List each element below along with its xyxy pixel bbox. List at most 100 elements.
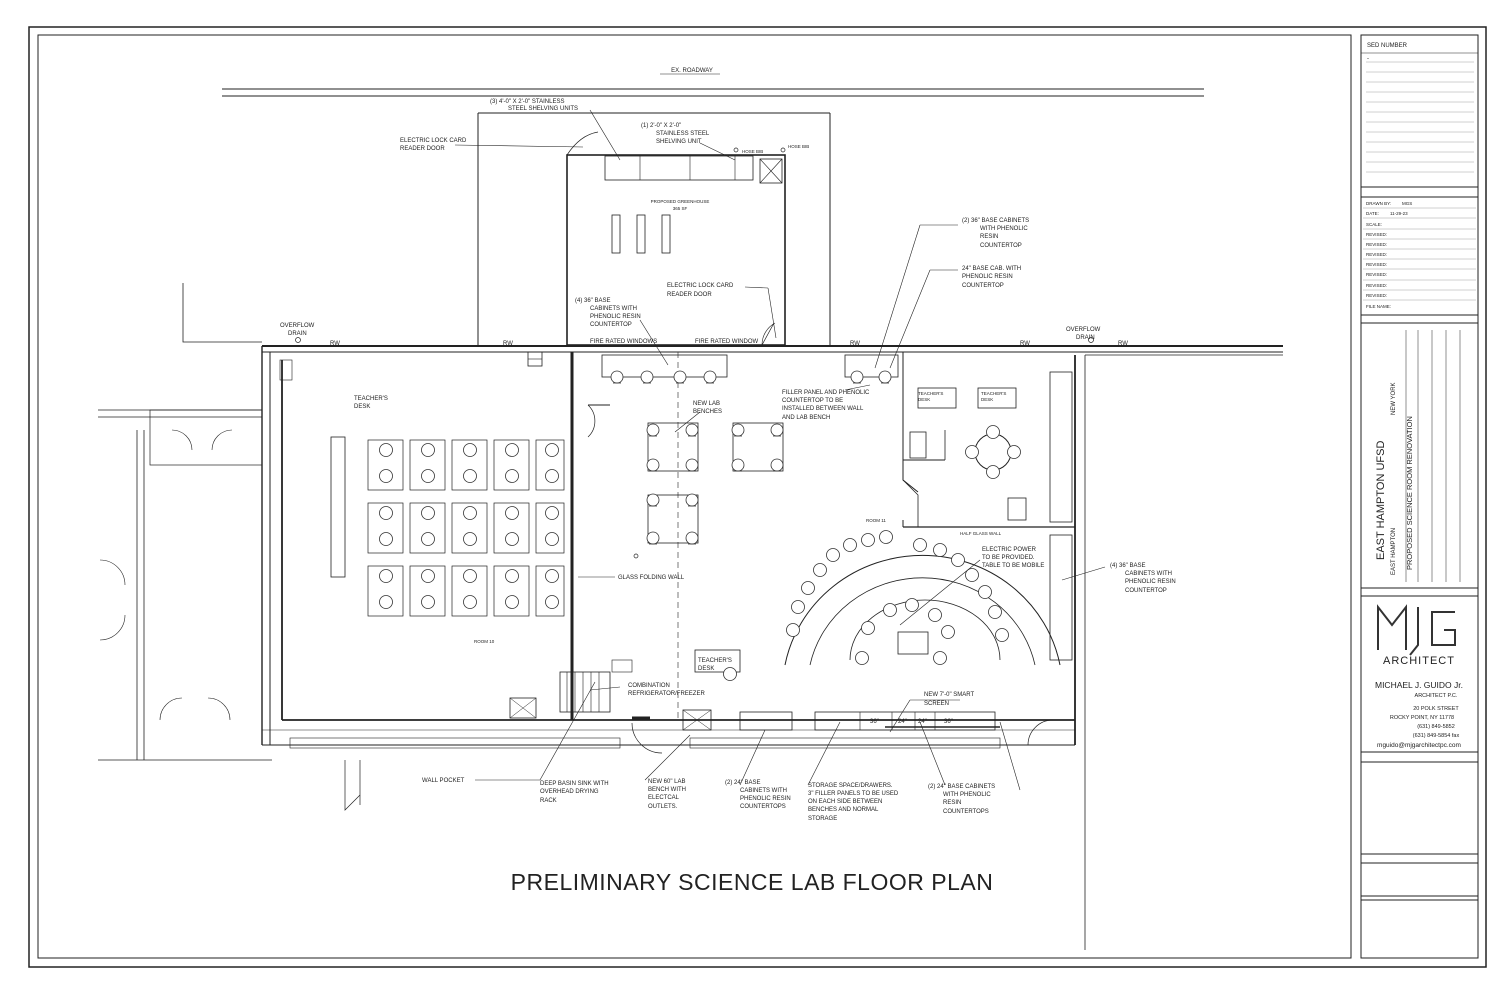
label-drawn-by: MGS	[1402, 201, 1412, 206]
label-email: mguido@mjgarchitectpc.com	[1377, 742, 1461, 749]
label-new-lab-a: NEW LAB	[693, 401, 720, 407]
room10-desks	[367, 439, 565, 617]
label-base36-4r-a: (4) 36" BASE	[1110, 563, 1145, 569]
label-teachers-desk-s2-a: TEACHER'S	[981, 391, 1006, 396]
label-base36-4-c: PHENOLIC RESIN	[590, 314, 641, 320]
label-revised-label: REVISED:	[1366, 283, 1387, 288]
label-revised-label: REVISED:	[1366, 262, 1387, 267]
label-rw: RW	[1020, 341, 1030, 347]
label-project: PROPOSED SCIENCE ROOM RENOVATION	[1405, 416, 1414, 570]
label-fax: (631) 849-5854 fax	[1413, 733, 1460, 739]
label-half-glass: HALF GLASS WALL	[960, 531, 1002, 536]
label-town: EAST HAMPTON	[1391, 528, 1397, 575]
seminar-table-outer	[784, 554, 1061, 666]
district-name: EAST HAMPTON UFSD	[1375, 441, 1387, 560]
label-d36b: 36"	[944, 719, 953, 725]
label-firm-sub: ARCHITECT P.C.	[1415, 693, 1458, 699]
label-shelving3-b: STEEL SHELVING UNITS	[508, 106, 578, 112]
mjg-logo	[1377, 604, 1456, 656]
label-sink-c: RACK	[540, 798, 557, 804]
label-d36a: 36"	[870, 719, 879, 725]
label-revised-label: REVISED:	[1366, 293, 1387, 298]
seminar-chairs	[786, 530, 1009, 665]
label-filler-b: COUNTERTOP TO BE	[782, 398, 843, 404]
label-hose-bib1: HOSE BIB	[742, 149, 763, 154]
label-new-lab-b: BENCHES	[693, 409, 722, 415]
label-base36-2-d: COUNTERTOP	[980, 243, 1022, 249]
label-power-c: TABLE TO BE MOBILE	[982, 563, 1044, 569]
label-teacher-desk3-b: DESK	[698, 666, 714, 672]
label-revised-label: REVISED:	[1366, 232, 1387, 237]
label-rw: RW	[503, 341, 513, 347]
label-overflow2-b: DRAIN	[1076, 335, 1095, 341]
label-drawn-by-label: DRAWN BY:	[1366, 201, 1391, 206]
sheet-border-outer	[28, 26, 1487, 968]
label-base36-2-a: (2) 36" BASE CABINETS	[962, 218, 1029, 224]
label-room10: ROOM 10	[474, 639, 495, 644]
label-base24-b: PHENOLIC RESIN	[962, 274, 1013, 280]
label-storage-d: BENCHES AND NORMAL	[808, 807, 879, 813]
label-teacher-desk-b: DESK	[354, 404, 370, 410]
label-sink-a: DEEP BASIN SINK WITH	[540, 781, 609, 787]
label-date: 11-29-23	[1390, 211, 1408, 216]
label-base36-4r-d: COUNTERTOP	[1125, 588, 1167, 594]
label-base36-2-c: RESIN	[980, 234, 998, 240]
label-shelving1-a: (1) 2'-0" X 2'-0"	[641, 123, 681, 129]
label-base24-2-d: COUNTERTOPS	[740, 804, 786, 810]
label-storage-b: 3" FILLER PANELS TO BE USED	[808, 791, 899, 797]
label-teachers-desk-s1-a: TEACHER'S	[918, 391, 943, 396]
label-rw: RW	[850, 341, 860, 347]
label-storage-a: STORAGE SPACE/DRAWERS.	[808, 783, 893, 789]
label-filler-c: INSTALLED BETWEEN WALL	[782, 406, 864, 412]
label-hose-bib2: HOSE BIB	[788, 144, 809, 149]
label-revised-label: REVISED:	[1366, 252, 1387, 257]
label-shelving1-c: SHELVING UNIT	[656, 139, 702, 145]
label-base24-2-c: PHENOLIC RESIN	[740, 796, 791, 802]
label-filler-d: AND LAB BENCH	[782, 415, 830, 421]
label-bench60-d: OUTLETS.	[648, 804, 678, 810]
label-wall-pocket: WALL POCKET	[422, 778, 465, 784]
label-storage-c: ON EACH SIDE BETWEEN	[808, 799, 882, 805]
label-bench60-c: ELECTCAL	[648, 795, 680, 801]
label-shelving1-b: STAINLESS STEEL	[656, 131, 710, 137]
label-rw: RW	[1118, 341, 1128, 347]
label-teacher-desk-a: TEACHER'S	[354, 396, 388, 402]
label-base36-4r-c: PHENOLIC RESIN	[1125, 579, 1176, 585]
label-state: NEW YORK	[1391, 382, 1397, 415]
label-base24-2-a: (2) 24" BASE	[725, 780, 760, 786]
label-lock-door2-a: ELECTRIC LOCK CARD	[667, 283, 734, 289]
label-base24-2r-b: WITH PHENOLIC	[943, 792, 991, 798]
label-lock-door1-b: READER DOOR	[400, 146, 445, 152]
label-revised-label: REVISED:	[1366, 242, 1387, 247]
label-base24-2r-a: (2) 24" BASE CABINETS	[928, 784, 995, 790]
label-phone: (631) 849-5852	[1417, 724, 1455, 730]
label-smart-b: SCREEN	[924, 701, 949, 707]
label-base36-2-b: WITH PHENOLIC	[980, 226, 1028, 232]
label-overflow2-a: OVERFLOW	[1066, 327, 1101, 333]
label-power-a: ELECTRIC POWER	[982, 547, 1037, 553]
label-bench60-a: NEW 60" LAB	[648, 779, 685, 785]
drawing-title: PRELIMINARY SCIENCE LAB FLOOR PLAN	[511, 869, 994, 895]
label-greenhouse-a: PROPOSED GREENHOUSE	[651, 199, 710, 204]
label-shelving3-a: (3) 4'-0" X 2'-0" STAINLESS	[490, 99, 564, 105]
label-base36-4-d: COUNTERTOP	[590, 322, 632, 328]
label-smart-a: NEW 7'-0" SMART	[924, 692, 975, 698]
room10-chairs	[379, 443, 559, 609]
label-base24-2r-c: RESIN	[943, 800, 961, 806]
label-bench60-b: BENCH WITH	[648, 787, 686, 793]
label-d24b: 24"	[918, 719, 927, 725]
label-teachers-desk-s2-b: DESK	[981, 397, 993, 402]
label-rw: RW	[330, 341, 340, 347]
label-storage-e: STORAGE	[808, 816, 837, 822]
label-address1: 20 POLK STREET	[1413, 706, 1459, 712]
label-firm-name: MICHAEL J. GUIDO Jr.	[1375, 680, 1463, 690]
label-power-b: TO BE PROVIDED.	[982, 555, 1035, 561]
label-teacher-desk3-a: TEACHER'S	[698, 658, 732, 664]
label-base36-4r-b: CABINETS WITH	[1125, 571, 1172, 577]
label-base24-2-b: CABINETS WITH	[740, 788, 787, 794]
label-d24a: 24"	[898, 719, 907, 725]
label-revised-label: REVISED:	[1366, 272, 1387, 277]
label-fire-window: FIRE RATED WINDOW	[695, 339, 759, 345]
label-base24-a: 24" BASE CAB. WITH	[962, 266, 1021, 272]
